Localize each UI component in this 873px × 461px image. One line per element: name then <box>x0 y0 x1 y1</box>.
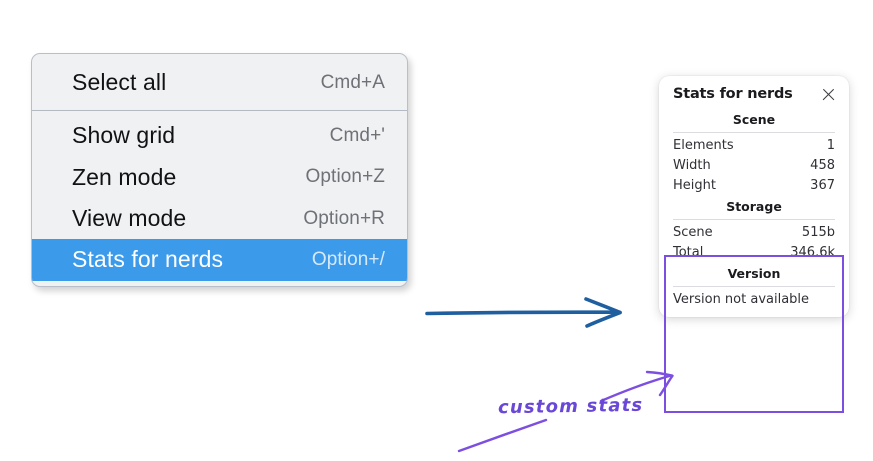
menu-group-1: Select all Cmd+A <box>32 54 407 110</box>
section-heading-scene: Scene <box>732 112 776 127</box>
menu-item-stats-for-nerds[interactable]: Stats for nerds Option+/ <box>32 239 407 281</box>
stats-row-value: 458 <box>810 157 835 173</box>
blue-arrow-icon <box>425 297 622 328</box>
menu-item-label: Stats for nerds <box>72 246 224 273</box>
stats-row-storage-scene: Scene 515b <box>673 222 835 242</box>
section-rule <box>673 286 835 287</box>
section-rule <box>673 219 835 220</box>
stats-row-width: Width 458 <box>673 155 835 175</box>
stats-row-label: Height <box>673 177 716 193</box>
menu-item-shortcut: Option+Z <box>305 166 385 188</box>
menu-item-view-mode[interactable]: View mode Option+R <box>32 198 407 239</box>
stats-row-value: 346.6k <box>790 244 835 260</box>
stats-row-storage-total: Total 346.6k <box>673 242 835 262</box>
menu-item-show-grid[interactable]: Show grid Cmd+' <box>32 115 407 156</box>
context-menu[interactable]: Select all Cmd+A Show grid Cmd+' Zen mod… <box>31 53 408 287</box>
menu-item-label: Select all <box>72 69 167 95</box>
menu-item-select-all[interactable]: Select all Cmd+A <box>32 62 407 103</box>
stats-row-height: Height 367 <box>673 175 835 195</box>
menu-item-label: Show grid <box>72 122 176 149</box>
stats-panel-body: Scene Elements 1 Width 458 Height 367 St… <box>659 108 849 309</box>
section-rule <box>673 132 835 133</box>
stats-row-label: Elements <box>673 137 734 153</box>
menu-item-shortcut: Option+/ <box>311 249 385 271</box>
stats-for-nerds-panel: Stats for nerds Scene Elements 1 Width 4… <box>659 76 849 317</box>
menu-item-shortcut: Cmd+' <box>329 125 385 146</box>
version-not-available-text: Version not available <box>673 292 810 307</box>
stats-row-label: Width <box>673 157 711 173</box>
section-heading-version: Version <box>727 266 781 281</box>
stats-panel-title: Stats for nerds <box>673 86 793 102</box>
annotation-custom-stats-label: custom stats <box>497 394 644 419</box>
stats-row-value: 515b <box>801 224 835 240</box>
stats-row-label: Total <box>673 244 704 260</box>
menu-item-shortcut: Cmd+A <box>320 71 385 93</box>
menu-item-zen-mode[interactable]: Zen mode Option+Z <box>32 157 407 198</box>
menu-separator <box>32 110 407 112</box>
purple-underline-stroke <box>457 418 548 453</box>
menu-item-label: Zen mode <box>72 163 177 190</box>
stats-row-value: 1 <box>826 137 835 153</box>
stats-row-label: Scene <box>673 224 713 240</box>
close-icon[interactable] <box>821 87 836 102</box>
menu-group-2: Show grid Cmd+' Zen mode Option+Z View m… <box>32 111 407 285</box>
stats-panel-header: Stats for nerds <box>659 76 849 108</box>
menu-item-shortcut: Option+R <box>303 207 385 229</box>
stats-row-elements: Elements 1 <box>673 135 835 155</box>
section-heading-storage: Storage <box>726 199 782 214</box>
stats-row-value: 367 <box>810 177 835 193</box>
menu-item-label: View mode <box>72 205 187 232</box>
